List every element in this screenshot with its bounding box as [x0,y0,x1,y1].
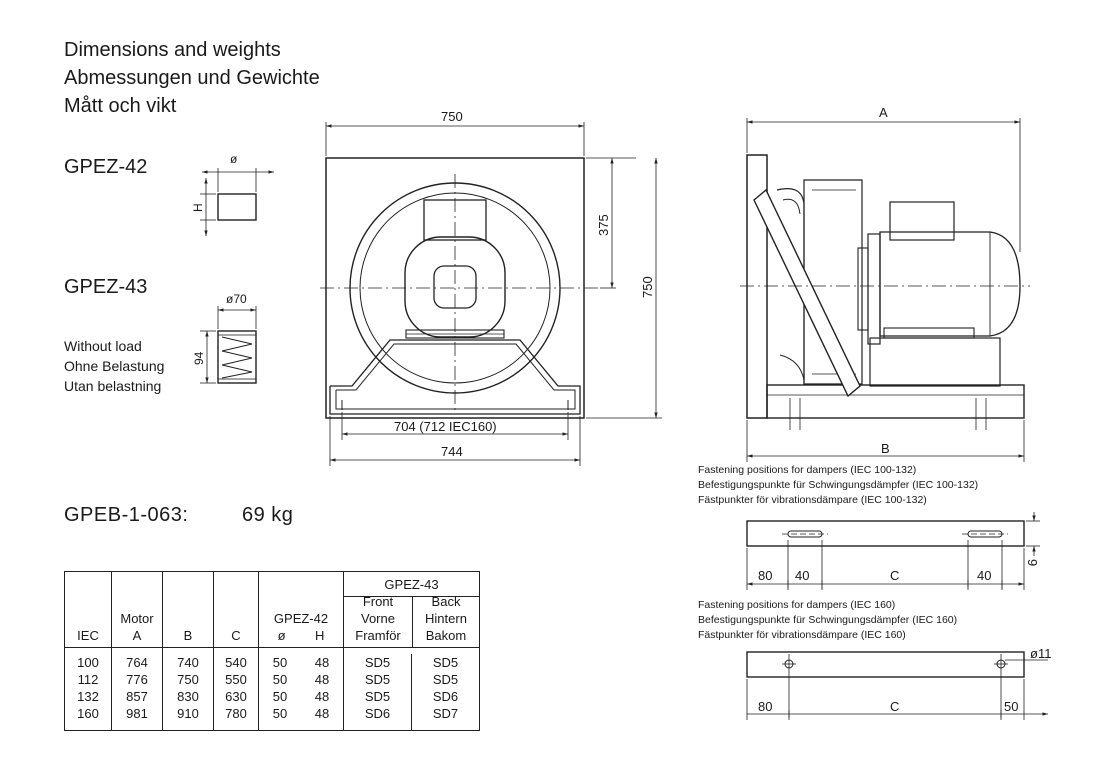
load-note-german: Ohne Belastung [64,358,165,374]
table-row: 112 776 750 550 50 48 SD5 SD5 [64,671,480,688]
cell-h: 48 [301,688,344,705]
damper-rail-iec160 [746,651,1048,720]
th-gpez43: GPEZ-43 Front Vorne Framför Back Hintern… [343,571,480,648]
cell-b: 910 [162,705,214,731]
cell-front: SD5 [343,671,412,688]
rail2-dim-c: C [890,699,899,714]
gpez43-dia-label: ø70 [226,292,247,306]
cell-a: 981 [111,705,163,731]
front-base-width-label: 744 [441,444,463,459]
model-gpez43: GPEZ-43 [64,276,148,298]
cell-dia: 50 [258,654,301,671]
rail1-dim-c: C [890,568,899,583]
rail1-height-label: 9 [1025,559,1040,566]
cell-front: SD5 [343,688,412,705]
cell-back: SD6 [411,688,480,705]
cell-back: SD5 [411,671,480,688]
cell-dia: 50 [258,705,301,731]
th-front-sv: Framför [355,628,401,643]
gpez42-dia-label: ø [230,152,238,166]
cell-back: SD5 [411,654,480,671]
damper-note-2-german: Befestigungspunkte für Schwingungsdämpfe… [698,614,958,626]
gpez43-spring-drawing [200,306,257,384]
front-half-height-label: 375 [596,214,611,236]
th-back-en: Back [431,594,461,609]
gpez42-damper-drawing [200,168,274,236]
th-a-label: A [132,628,142,643]
cell-iec: 112 [64,671,112,688]
rail1-dim-40-right: 40 [977,568,991,583]
model-gpez42: GPEZ-42 [64,156,148,178]
side-overall-length-label: A [879,105,888,120]
damper-note-2-swedish: Fästpunkter för vibrationsdämpare (IEC 1… [698,629,906,641]
rail1-dim-80: 80 [758,568,772,583]
cell-c: 780 [213,705,259,731]
gpez42-h-label: H [191,203,205,212]
damper-note-2-english: Fastening positions for dampers (IEC 160… [698,599,896,611]
cell-h: 48 [301,654,344,671]
rail2-dim-80: 80 [758,699,772,714]
th-b: B [162,571,214,648]
load-note-swedish: Utan belastning [64,378,162,394]
cell-iec: 100 [64,654,112,671]
damper-rail-iec100-132 [746,512,1040,590]
cell-b: 740 [162,654,214,671]
title-english: Dimensions and weights [64,39,281,61]
th-gpez42: GPEZ-42 ø H [258,571,344,648]
weight-value: 69 kg [242,504,294,526]
th-iec: IEC [64,571,112,648]
rail2-hole-label: ø11 [1030,646,1051,661]
cell-front: SD5 [343,654,412,671]
th-gpez43-label: GPEZ-43 [344,574,479,597]
cell-a: 764 [111,654,163,671]
title-german: Abmessungen und Gewichte [64,67,320,89]
weight-model: GPEB-1-063: [64,504,189,526]
title-swedish: Mått och vikt [64,95,177,117]
load-note-english: Without load [64,338,142,354]
th-motor-label: Motor [120,611,154,626]
cell-iec: 132 [64,688,112,705]
gpez43-height-label: 94 [192,351,206,365]
th-back-de: Hintern [425,611,467,626]
cell-c: 550 [213,671,259,688]
front-width-label: 750 [441,109,463,124]
th-h-label: H [314,628,325,643]
table-row: 160 981 910 780 50 48 SD6 SD7 [64,705,480,731]
side-base-length-label: B [881,441,890,456]
cell-c: 630 [213,688,259,705]
th-front-en: Front [362,594,394,609]
cell-h: 48 [301,705,344,731]
cell-c: 540 [213,654,259,671]
th-dia-label: ø [277,628,286,643]
cell-back: SD7 [411,705,480,731]
cell-iec: 160 [64,705,112,731]
table-row: 132 857 830 630 50 48 SD5 SD6 [64,688,480,705]
th-gpez42-label: GPEZ-42 [273,611,329,626]
cell-front: SD6 [343,705,412,731]
front-inner-width-label: 704 (712 IEC160) [394,419,497,434]
damper-note-1-english: Fastening positions for dampers (IEC 100… [698,464,917,476]
front-height-label: 750 [640,276,655,298]
rail1-dim-40-left: 40 [795,568,809,583]
th-c: C [213,571,259,648]
damper-note-1-swedish: Fästpunkter för vibrationsdämpare (IEC 1… [698,494,927,506]
fan-side-view [740,118,1030,462]
damper-note-1-german: Befestigungspunkte für Schwingungsdämpfe… [698,479,979,491]
cell-dia: 50 [258,671,301,688]
table-row: 100 764 740 540 50 48 SD5 SD5 [64,654,480,671]
cell-dia: 50 [258,688,301,705]
cell-a: 857 [111,688,163,705]
th-front-de: Vorne [361,611,395,626]
th-back-sv: Bakom [425,628,467,643]
rail2-dim-50: 50 [1004,699,1018,714]
cell-b: 830 [162,688,214,705]
cell-h: 48 [301,671,344,688]
fan-front-view [320,122,662,466]
cell-b: 750 [162,671,214,688]
cell-a: 776 [111,671,163,688]
